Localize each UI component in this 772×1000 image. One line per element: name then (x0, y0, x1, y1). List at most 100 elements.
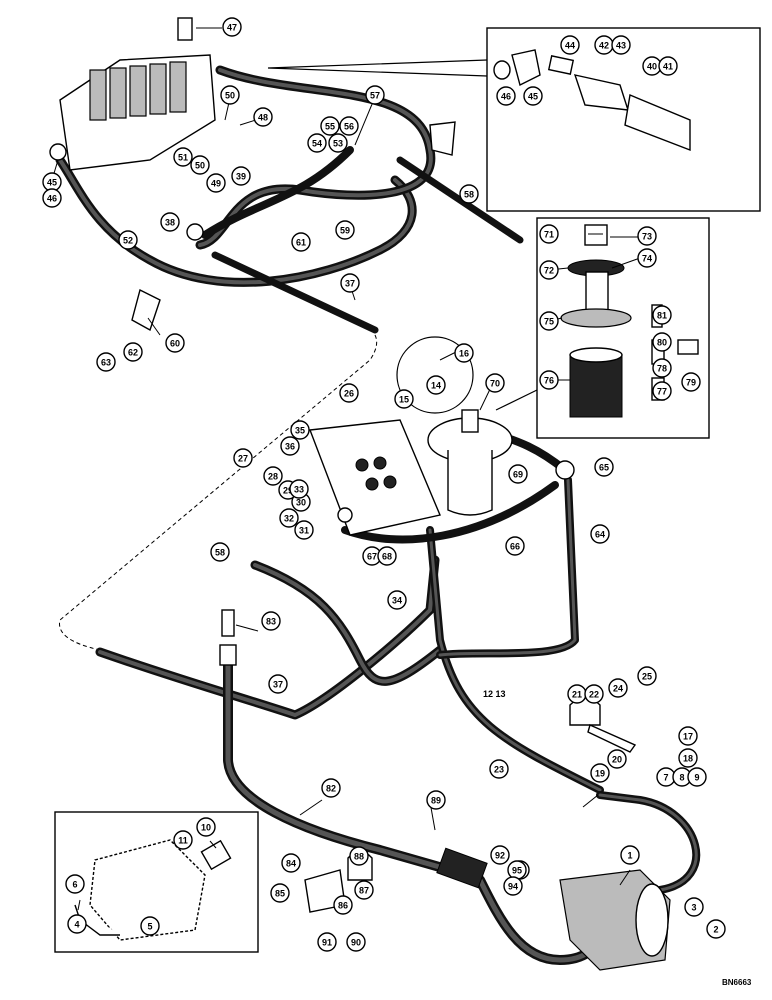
control-valve-bank (49, 17, 216, 171)
callout-43: 43 (611, 35, 631, 55)
callout-number: 50 (195, 161, 205, 171)
callout-number: 22 (589, 690, 599, 700)
callout-37: 37 (268, 674, 288, 694)
callout-number: 8 (679, 773, 684, 783)
callout-number: 46 (47, 194, 57, 204)
callout-45: 45 (523, 86, 543, 106)
callout-20: 20 (607, 749, 627, 769)
callout-41: 41 (658, 56, 678, 76)
callout-19: 19 (590, 763, 610, 783)
callout-76: 76 (539, 370, 559, 390)
callout-11: 11 (173, 830, 193, 850)
callout-number: 61 (296, 238, 306, 248)
callout-18: 18 (678, 748, 698, 768)
callout-5: 5 (140, 916, 160, 936)
callout-number: 43 (616, 41, 626, 51)
callout-number: 67 (367, 552, 377, 562)
tube-37-upper (211, 251, 379, 334)
callout-number: 7 (663, 773, 668, 783)
pump-1 (559, 869, 671, 971)
callout-32: 32 (279, 508, 299, 528)
callout-number: 64 (595, 530, 605, 540)
callout-88: 88 (349, 846, 369, 866)
bracket-top-right (429, 121, 456, 156)
callout-74: 74 (637, 248, 657, 268)
callout-number: 77 (657, 387, 667, 397)
callout-1: 1 (620, 845, 640, 865)
callout-46: 46 (496, 86, 516, 106)
inset-pointer-top (267, 59, 488, 77)
callout-number: 49 (211, 179, 221, 189)
callout-number: 6 (72, 880, 77, 890)
callout-14: 14 (426, 375, 446, 395)
callout-number: 45 (528, 92, 538, 102)
callout-number: 86 (338, 901, 348, 911)
fitting-65 (555, 460, 575, 480)
callout-number: 58 (215, 548, 225, 558)
inset-box-fittings (486, 27, 761, 212)
callout-number: 3 (691, 903, 696, 913)
callout-number: 54 (312, 139, 322, 149)
callout-37: 37 (340, 273, 360, 293)
callout-number: 33 (294, 485, 304, 495)
callout-23: 23 (489, 759, 509, 779)
callout-number: 17 (683, 732, 693, 742)
callout-69: 69 (508, 464, 528, 484)
callout-number: 47 (227, 23, 237, 33)
callout-number: 69 (513, 470, 523, 480)
callout-89: 89 (426, 790, 446, 810)
callout-47: 47 (222, 17, 242, 37)
callout-number: 85 (275, 889, 285, 899)
inset-fittings-parts (493, 49, 691, 152)
coupler-92 (436, 847, 488, 889)
callout-25: 25 (637, 666, 657, 686)
callout-number: 32 (284, 514, 294, 524)
callout-10: 10 (196, 817, 216, 837)
callout-number: 50 (225, 91, 235, 101)
callout-number: 81 (657, 311, 667, 321)
callout-22: 22 (584, 684, 604, 704)
callout-number: 57 (370, 91, 380, 101)
callout-28: 28 (263, 466, 283, 486)
callout-number: 23 (494, 765, 504, 775)
drawing-code: BN6663 (722, 978, 752, 987)
callout-number: 53 (333, 139, 343, 149)
callout-number: 91 (322, 938, 332, 948)
callout-50: 50 (220, 85, 240, 105)
callout-48: 48 (253, 107, 273, 127)
callout-73: 73 (637, 226, 657, 246)
callout-56: 56 (339, 116, 359, 136)
filter-head-69 (427, 409, 513, 516)
callout-75: 75 (539, 311, 559, 331)
callout-36: 36 (280, 436, 300, 456)
callout-number: 29 (283, 486, 293, 496)
callout-number: 4 (74, 920, 79, 930)
callout-94: 94 (503, 876, 523, 896)
callout-number: 26 (344, 389, 354, 399)
callout-number: 66 (510, 542, 520, 552)
callout-86: 86 (333, 895, 353, 915)
callout-number: 59 (340, 226, 350, 236)
tube-dashed-37 (59, 334, 378, 651)
callout-40: 40 (642, 56, 662, 76)
callout-53: 53 (328, 133, 348, 153)
callout-number: 83 (266, 617, 276, 627)
callout-27: 27 (233, 448, 253, 468)
callout-54: 54 (307, 133, 327, 153)
callout-46: 46 (42, 188, 62, 208)
callout-55: 55 (320, 116, 340, 136)
callout-number: 78 (657, 364, 667, 374)
label-12-13: 12 13 (483, 689, 506, 699)
inset-box-pump (54, 811, 259, 953)
callout-84: 84 (281, 853, 301, 873)
callout-number: 71 (544, 230, 554, 240)
callout-number: 42 (599, 41, 609, 51)
filter-parts (560, 224, 699, 418)
callout-number: 73 (642, 232, 652, 242)
callout-64: 64 (590, 524, 610, 544)
callout-number: 20 (612, 755, 622, 765)
callout-number: 38 (165, 218, 175, 228)
callout-66: 66 (505, 536, 525, 556)
callout-number: 46 (501, 92, 511, 102)
callout-number: 35 (295, 426, 305, 436)
